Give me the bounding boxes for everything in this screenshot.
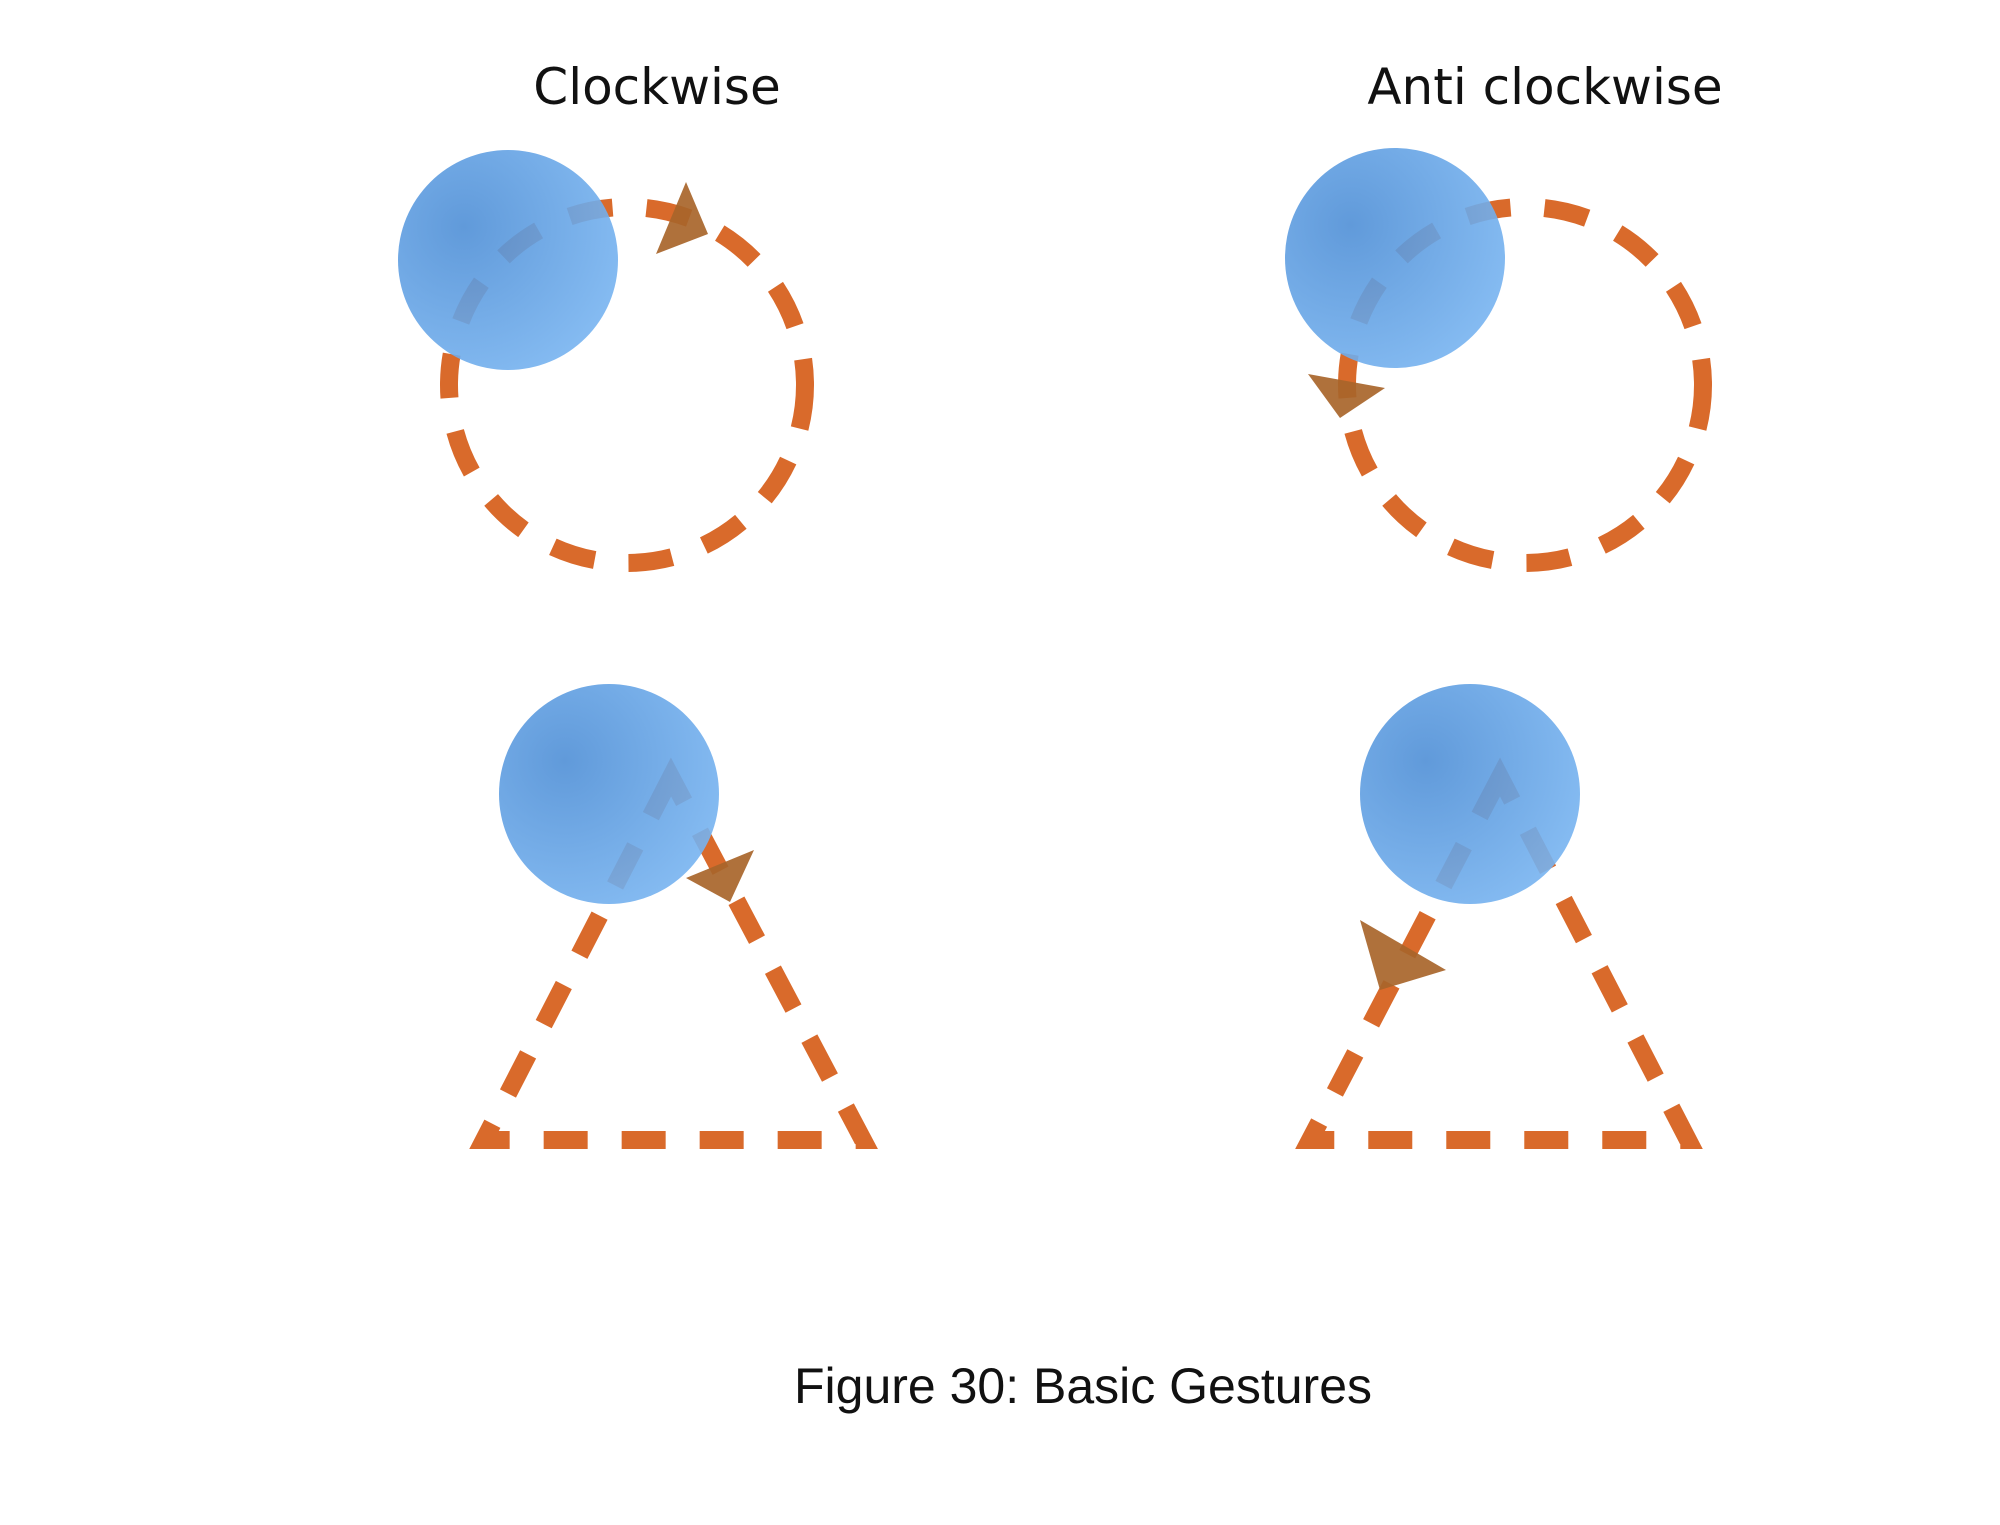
triangle-anticlockwise-gesture xyxy=(1295,684,1703,1149)
finger-touch-icon xyxy=(499,684,719,904)
circle-anticlockwise-gesture xyxy=(1285,148,1712,572)
figure-caption: Figure 30: Basic Gestures xyxy=(793,1358,1373,1414)
finger-touch-icon xyxy=(1360,684,1580,904)
anti-clockwise-label: Anti clockwise xyxy=(1367,58,1723,116)
finger-touch-icon xyxy=(398,150,618,370)
direction-arrow-icon xyxy=(686,850,754,902)
finger-touch-icon xyxy=(1285,148,1505,368)
triangle-clockwise-gesture xyxy=(469,684,878,1149)
direction-arrow-icon xyxy=(1308,374,1385,418)
clockwise-label: Clockwise xyxy=(533,58,781,116)
circle-clockwise-path xyxy=(440,198,814,572)
direction-arrow-icon xyxy=(1360,920,1446,990)
circle-clockwise-gesture xyxy=(398,150,814,572)
direction-arrow-icon xyxy=(656,182,708,254)
